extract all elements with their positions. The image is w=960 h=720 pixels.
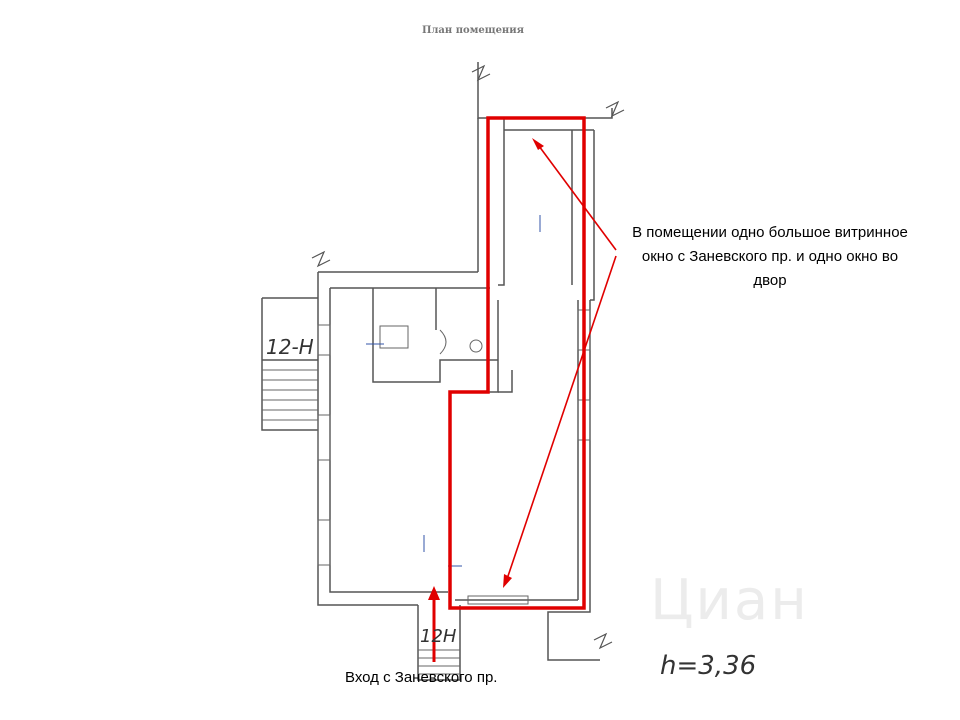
- premises-highlight: [448, 116, 586, 610]
- entrance-label: Вход с Заневского пр.: [345, 669, 498, 686]
- left-windows: [317, 324, 331, 566]
- arrow-head-bottom: [503, 574, 512, 588]
- stair-label-left: 12-Н: [266, 335, 314, 359]
- break-marks: [311, 64, 625, 650]
- left-stair-treads: [262, 369, 318, 421]
- stair-label-bottom: 12Н: [420, 626, 457, 647]
- ceiling-height: h=3,36: [660, 651, 757, 681]
- sanitary-fixtures: [379, 325, 483, 355]
- entrance-arrow-head: [428, 586, 440, 600]
- arrow-head-top: [532, 138, 544, 150]
- plan-walls: [261, 62, 613, 681]
- bottom-stair-treads: [418, 649, 460, 675]
- watermark: Циан: [650, 568, 809, 633]
- plan-title: План помещения: [421, 25, 525, 36]
- annotation-text: В помещении одно большое витринное окно …: [632, 224, 908, 289]
- annotation-arrows: [505, 141, 617, 583]
